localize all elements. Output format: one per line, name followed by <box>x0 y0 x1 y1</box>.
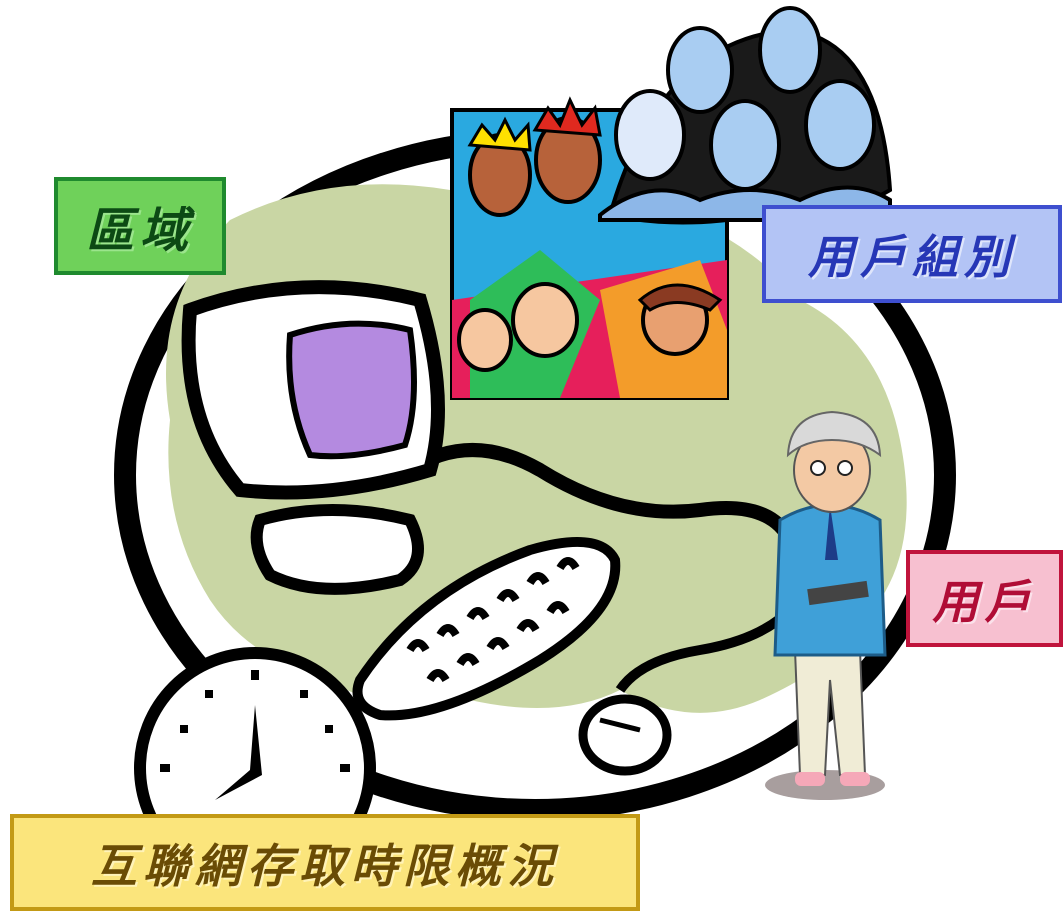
user-group-label-text: 用戶組別 <box>808 230 1016 284</box>
internet-access-overview-label[interactable]: 互聯網存取時限概況 <box>10 814 640 911</box>
cable-icon <box>406 443 797 544</box>
user-label-text: 用戶 <box>932 574 1037 629</box>
internet-access-overview-label-text: 互聯網存取時限概況 <box>91 838 559 893</box>
region-label[interactable]: 區域 <box>54 177 226 275</box>
elderly-user-icon <box>765 410 887 800</box>
keyboard-icon <box>352 537 621 721</box>
computer-monitor-icon <box>181 280 445 595</box>
user-group-label[interactable]: 用戶組別 <box>762 205 1062 303</box>
mouse-icon <box>578 694 672 776</box>
user-label[interactable]: 用戶 <box>906 550 1063 647</box>
region-label-text: 區域 <box>85 203 194 259</box>
people-group-icon <box>598 6 893 225</box>
